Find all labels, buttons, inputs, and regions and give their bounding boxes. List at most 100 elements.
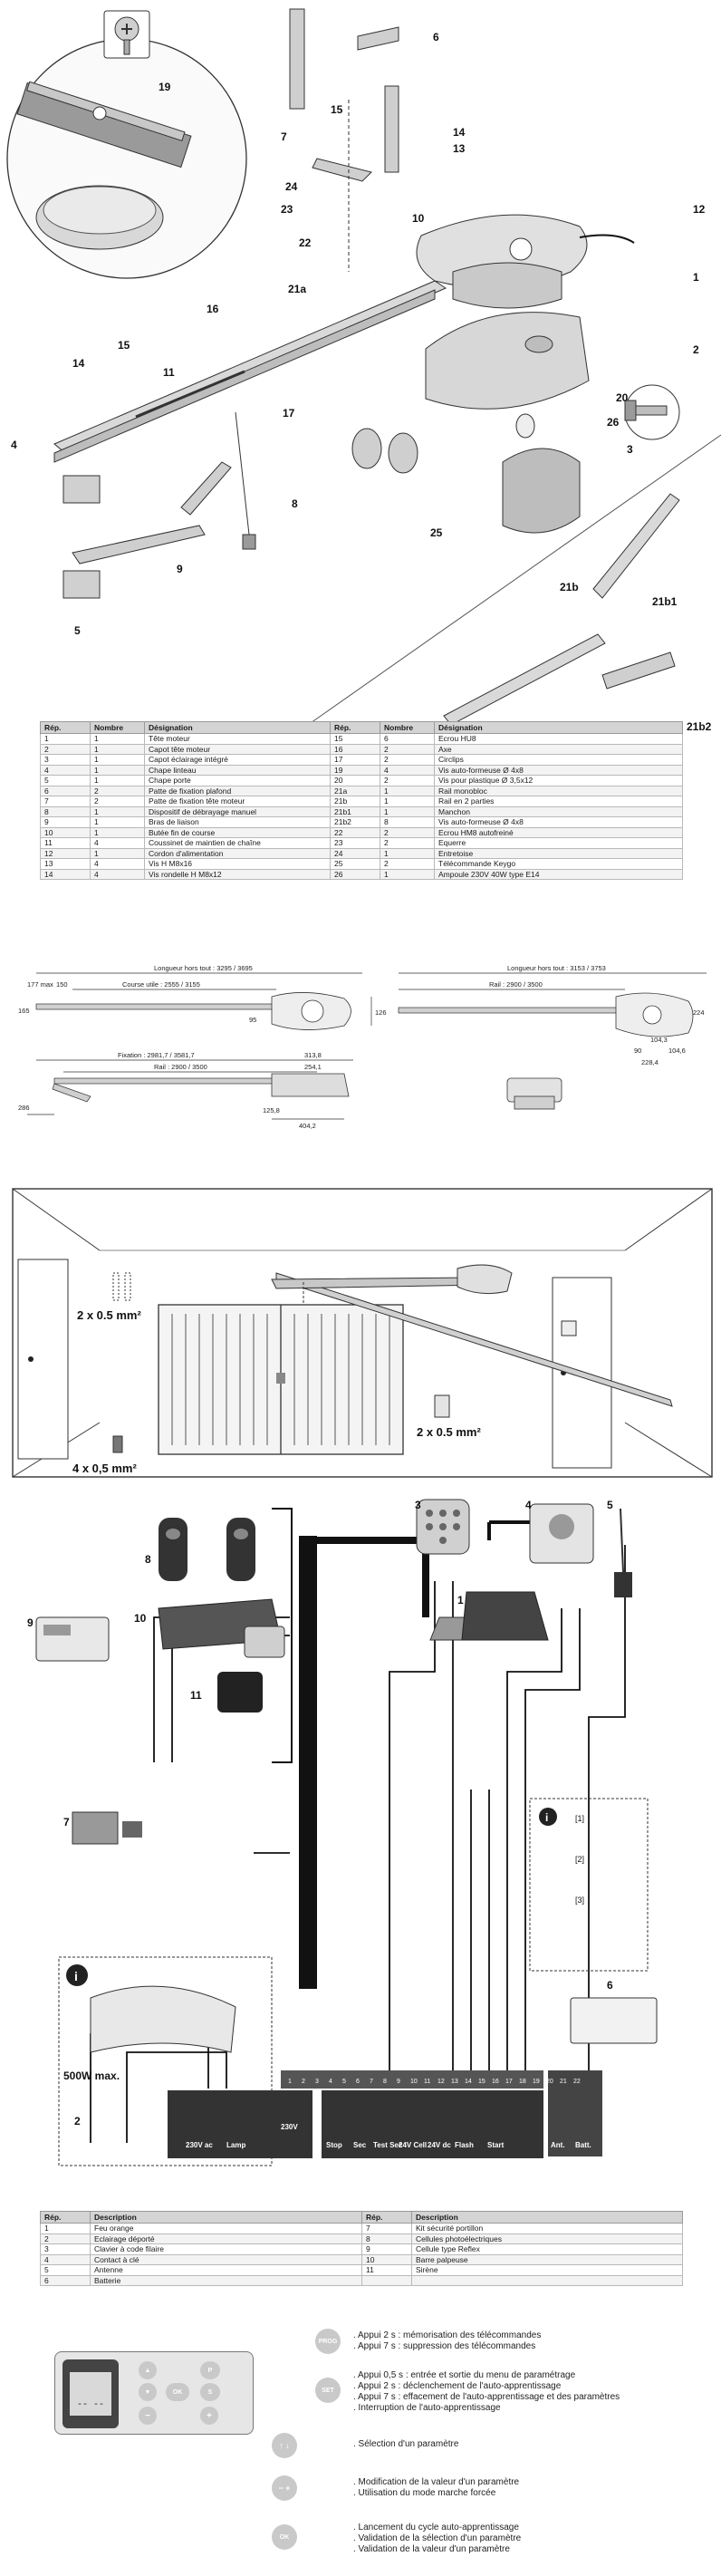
dimension-svg: Longueur hors tout : 3295 / 3695 Course …	[18, 964, 707, 1130]
terminal-number: 1	[288, 2079, 292, 2085]
wiring-callout-10: 10	[134, 1612, 147, 1625]
parts-cell: Dispositif de débrayage manuel	[144, 806, 331, 817]
arrow-down-icon[interactable]: ▼	[139, 2383, 157, 2401]
parts-cell: 5	[40, 775, 91, 786]
term-24v-cell: 24V Cell	[399, 2141, 427, 2149]
dim-125: 125,8	[263, 1106, 280, 1114]
keypad-legend: -- -- ▲ ▼ − OK P S + PROG . Appui 2 s : …	[0, 2320, 721, 2576]
dim-313: 313,8	[304, 1051, 322, 1059]
parts-cell: Vis H M8x16	[144, 858, 331, 870]
svg-text:26: 26	[607, 416, 620, 429]
parts-cell: 14	[40, 868, 91, 880]
wiring-callout-6: 6	[607, 1979, 613, 1992]
prog-button[interactable]: P	[200, 2361, 220, 2379]
parts-cell: 20	[330, 775, 380, 786]
accessory-cell: 8	[361, 2233, 412, 2244]
legend-minus-plus-desc: . Modification de la valeur d'un paramèt…	[353, 2477, 519, 2499]
parts-cell: 23	[330, 837, 380, 849]
cable-label-3: 4 x 0,5 mm²	[72, 1462, 137, 1475]
arrow-up-icon[interactable]: ▲	[139, 2361, 157, 2379]
terminal-number: 16	[492, 2079, 499, 2085]
term-stop: Stop	[326, 2141, 342, 2149]
legend-set-key: SET	[315, 2378, 341, 2403]
dim-404: 404,2	[299, 1122, 316, 1130]
legend-set-line-1: . Appui 0,5 s : entrée et sortie du menu…	[353, 2370, 576, 2380]
parts-table-header: Rép. Nombre Désignation Rép. Nombre Dési…	[40, 721, 683, 734]
parts-cell: Rail monobloc	[434, 785, 683, 796]
minus-icon[interactable]: −	[139, 2407, 157, 2425]
legend-ok-line-2: . Validation de la sélection d'un paramè…	[353, 2533, 522, 2543]
parts-cell: 21b2	[330, 816, 380, 828]
svg-text:14: 14	[453, 126, 466, 139]
legend-minus-plus-key: − +	[272, 2475, 297, 2501]
dim-224: 224	[693, 1008, 705, 1017]
svg-text:20: 20	[616, 391, 629, 404]
acc-col-rep: Rép.	[40, 2211, 91, 2224]
parts-cell: 1	[90, 775, 145, 786]
svg-text:22: 22	[299, 236, 312, 249]
terminal-number: 21	[560, 2079, 567, 2085]
lamp-max-label: 500W max.	[63, 2069, 120, 2082]
col-nombre: Nombre	[90, 721, 145, 734]
keypad-display-frame: -- --	[62, 2359, 119, 2428]
parts-cell: Ecrou HU8	[434, 733, 683, 745]
legend-prog-line-2: . Appui 7 s : suppression des télécomman…	[353, 2341, 536, 2351]
dim-right-rail: Rail : 2900 / 3500	[489, 980, 543, 989]
dim-104-3: 104,3	[650, 1036, 668, 1044]
parts-cell: 2	[380, 858, 435, 870]
parts-cell: 1	[90, 764, 145, 776]
dim-165: 165	[18, 1007, 30, 1015]
svg-text:14: 14	[72, 357, 85, 370]
parts-cell: 1	[380, 847, 435, 859]
accessory-cell	[361, 2274, 412, 2286]
legend-set-desc: . Appui 0,5 s : entrée et sortie du menu…	[353, 2370, 620, 2414]
svg-text:9: 9	[177, 563, 183, 575]
parts-cell: Coussinet de maintien de chaîne	[144, 837, 331, 849]
parts-cell: Tête moteur	[144, 733, 331, 745]
set-button[interactable]: S	[200, 2383, 220, 2401]
accessory-cell: 3	[40, 2243, 91, 2255]
garage-installation: 2 x 0.5 mm² 2 x 0.5 mm² 4 x 0,5 mm²	[0, 1178, 721, 1491]
parts-cell: 4	[90, 868, 145, 880]
terminal-number: 8	[383, 2079, 387, 2085]
parts-cell: 2	[380, 826, 435, 838]
dim-95: 95	[249, 1016, 256, 1024]
svg-text:25: 25	[430, 526, 443, 539]
parts-cell: 3	[40, 754, 91, 766]
parts-cell: Axe	[434, 743, 683, 755]
term-sec: Sec	[353, 2141, 367, 2149]
parts-cell: 21b	[330, 796, 380, 807]
ok-button[interactable]: OK	[166, 2383, 189, 2401]
parts-cell: 4	[40, 764, 91, 776]
legend-ok-key: OK	[272, 2524, 297, 2550]
parts-cell: Vis auto-formeuse Ø 4x8	[434, 764, 683, 776]
parts-cell: Butée fin de course	[144, 826, 331, 838]
term-flash: Flash	[455, 2141, 474, 2149]
parts-cell: 1	[90, 816, 145, 828]
accessory-cell: 5	[40, 2264, 91, 2276]
parts-cell: 4	[90, 837, 145, 849]
parts-cell: Chape linteau	[144, 764, 331, 776]
parts-cell: Vis pour plastique Ø 3,5x12	[434, 775, 683, 786]
col-designation: Désignation	[144, 721, 331, 734]
plus-icon[interactable]: +	[200, 2407, 218, 2425]
parts-cell: 4	[380, 764, 435, 776]
accessories-table-header: Rép. Description Rép. Description	[40, 2211, 683, 2224]
accessory-cell: Contact à clé	[90, 2253, 362, 2265]
parts-cell: Cordon d'alimentation	[144, 847, 331, 859]
parts-cell: 24	[330, 847, 380, 859]
svg-text:24: 24	[285, 180, 298, 193]
cable-label-2: 2 x 0.5 mm²	[417, 1425, 481, 1439]
terminal-number: 6	[356, 2079, 360, 2085]
dim-104-6: 104,6	[668, 1047, 686, 1055]
